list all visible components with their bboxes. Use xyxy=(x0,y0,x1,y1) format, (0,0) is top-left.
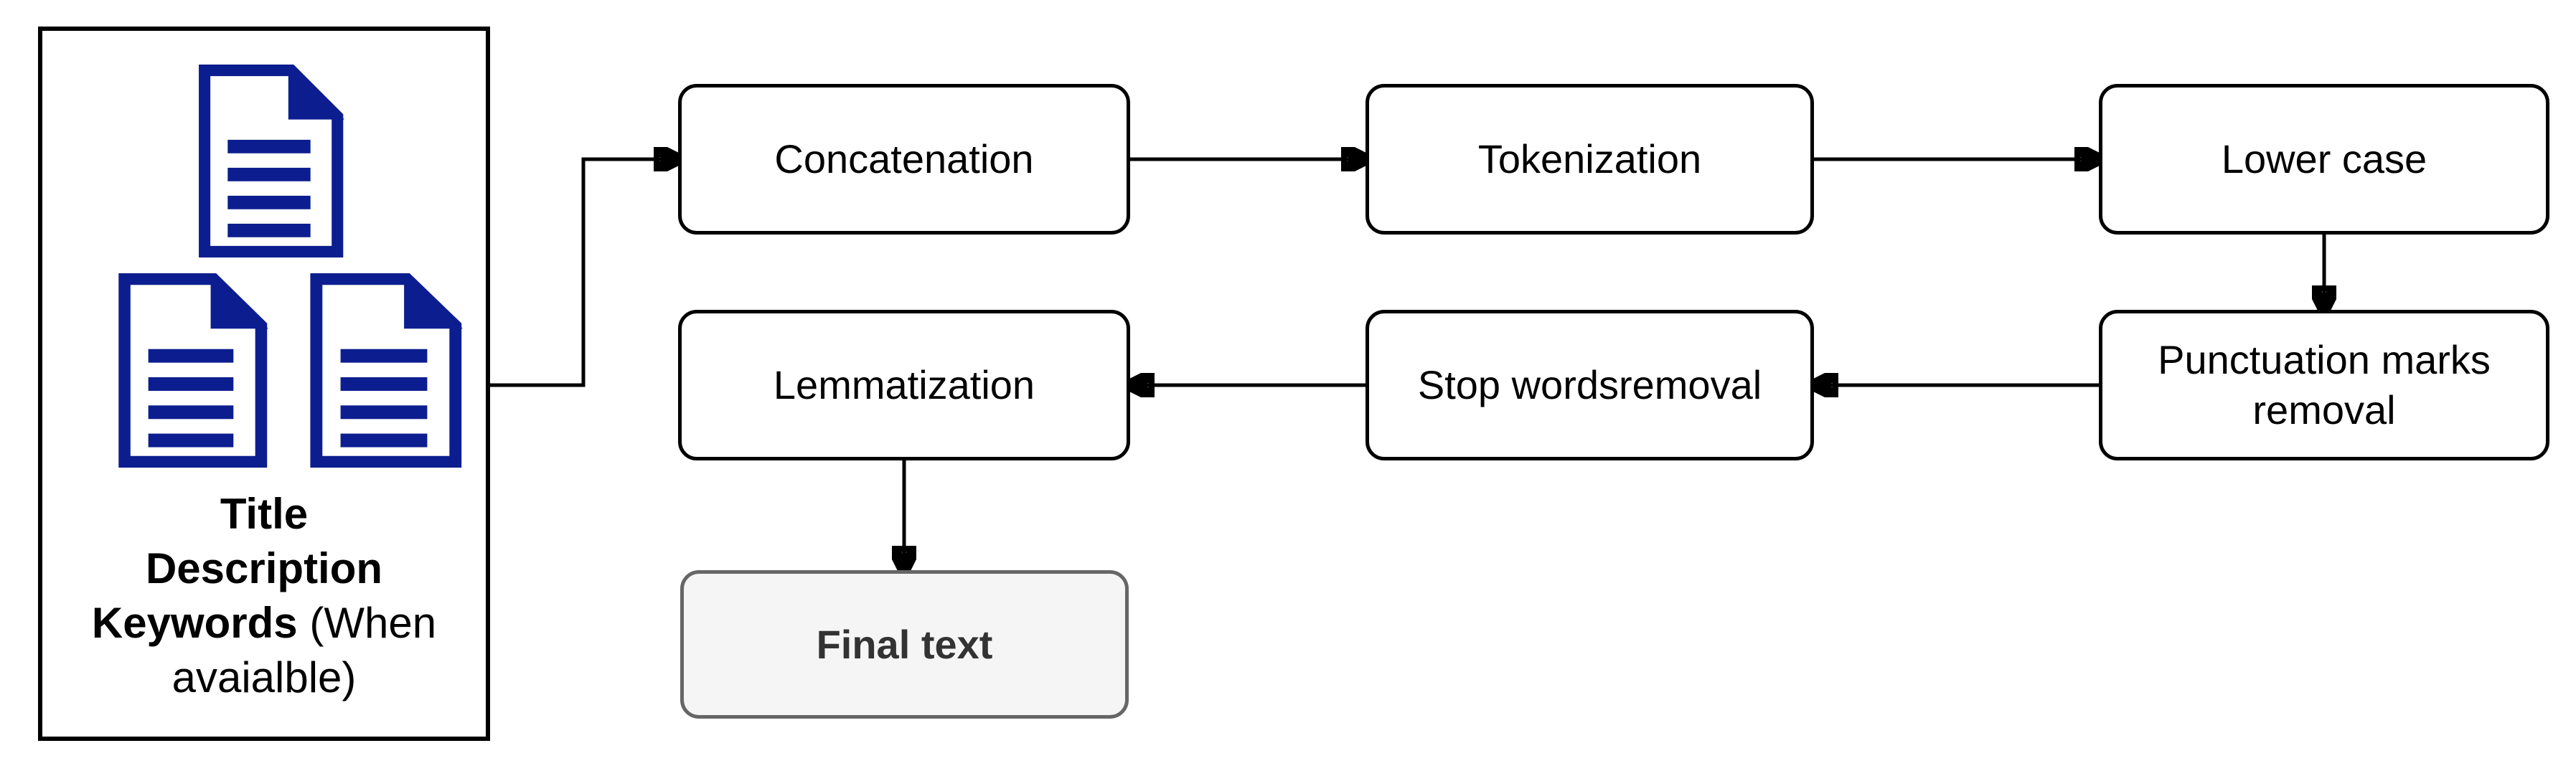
node-punctuation-marks-removal: Punctuation marks removal xyxy=(2099,310,2549,460)
node-final-text: Final text xyxy=(680,570,1129,719)
caption-when-regular: (When xyxy=(297,599,437,647)
source-caption: Title Description Keywords (When avaialb… xyxy=(42,487,486,705)
caption-line-title: Title xyxy=(220,490,309,538)
node-stop-words-removal: Stop wordsremoval xyxy=(1365,310,1814,460)
caption-keywords-bold: Keywords xyxy=(91,599,298,647)
node-lower-case: Lower case xyxy=(2099,84,2549,235)
node-tokenization: Tokenization xyxy=(1365,84,1814,235)
document-icon xyxy=(113,273,269,468)
caption-line-description: Description xyxy=(145,544,383,592)
source-documents-box: Title Description Keywords (When avaialb… xyxy=(38,27,490,741)
caption-line-available: avaialble) xyxy=(171,653,357,701)
node-concatenation: Concatenation xyxy=(678,84,1130,235)
caption-line-keywords: Keywords (When xyxy=(42,596,486,651)
connector-source-to-concatenation xyxy=(490,159,678,387)
node-lemmatization: Lemmatization xyxy=(678,310,1130,460)
document-icon xyxy=(193,65,345,257)
document-icon xyxy=(304,273,464,468)
